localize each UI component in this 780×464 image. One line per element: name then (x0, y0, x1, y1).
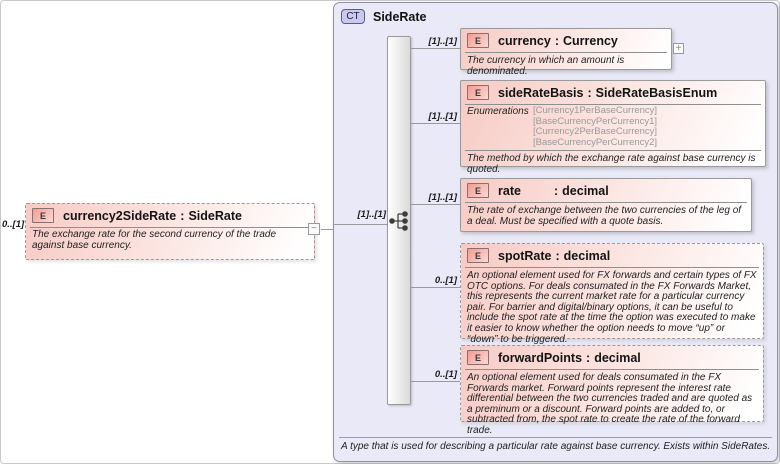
element-description: The method by which the exchange rate ag… (467, 153, 756, 175)
element-description: An optional element used for FX forwards… (467, 270, 757, 345)
left-element-cardinality: 0..[1] (2, 219, 25, 230)
complextype-footnote: A type that is used for describing a par… (341, 441, 771, 452)
element-title: forwardPoints:decimal (498, 350, 641, 365)
complextype-badge-icon: CT (341, 9, 365, 24)
element-badge-icon: E (467, 33, 489, 48)
element-title: currency2SideRate:SideRate (63, 208, 242, 223)
element-description: The rate of exchange between the two cur… (467, 205, 742, 227)
element-badge-icon: E (467, 183, 489, 198)
enumerations-section: Enumerations [Currency1PerBaseCurrency] … (461, 105, 765, 150)
element-description: The exchange rate for the second currenc… (32, 229, 277, 251)
enumeration-value: [Currency2PerBaseCurrency] (533, 126, 658, 137)
element-badge-icon: E (467, 350, 489, 365)
element-badge-icon: E (467, 85, 489, 100)
element-title: spotRate:decimal (498, 248, 611, 263)
connector-line (334, 224, 387, 225)
sequence-icon (389, 211, 408, 231)
enumerations-label: Enumerations (467, 106, 529, 117)
element-badge-icon: E (467, 248, 489, 263)
connector-line (411, 204, 460, 205)
element-badge-icon: E (32, 208, 54, 223)
divider (30, 227, 310, 228)
divider (465, 104, 761, 105)
cardinality-currency: [1]..[1] (428, 36, 458, 47)
element-title: sideRateBasis:SideRateBasisEnum (498, 85, 718, 100)
incoming-cardinality: [1]..[1] (357, 209, 387, 220)
enumeration-value: [BaseCurrencyPerCurrency1] (533, 115, 658, 127)
cardinality-spotRate: 0..[1] (434, 275, 457, 286)
enumeration-values: [Currency1PerBaseCurrency] [BaseCurrency… (533, 105, 658, 148)
element-box-currency[interactable]: E currency:Currency The currency in whic… (460, 28, 672, 77)
cardinality-sideRateBasis: [1]..[1] (428, 111, 458, 122)
complextype-title: SideRate (373, 10, 427, 24)
element-description: The currency in which an amount is denom… (467, 55, 625, 77)
collapse-icon[interactable]: − (308, 223, 320, 235)
element-box-spotRate[interactable]: E spotRate:decimal An optional element u… (460, 243, 764, 344)
connector-line (411, 123, 460, 124)
element-title: rate:decimal (498, 183, 609, 198)
cardinality-rate: [1]..[1] (428, 192, 458, 203)
element-description: An optional element used for deals consu… (467, 372, 753, 436)
connector-line (411, 287, 460, 288)
divider (465, 150, 761, 151)
expand-icon[interactable]: + (673, 43, 684, 54)
divider (465, 267, 759, 268)
element-box-rate[interactable]: E rate:decimal The rate of exchange betw… (460, 178, 752, 232)
divider (465, 202, 747, 203)
element-title: currency:Currency (498, 33, 618, 48)
element-box-sideRateBasis[interactable]: E sideRateBasis:SideRateBasisEnum Enumer… (460, 80, 766, 175)
divider (465, 369, 759, 370)
connector-line (411, 381, 460, 382)
connector-line (321, 229, 334, 230)
element-box-currency2SideRate[interactable]: E currency2SideRate:SideRate The exchang… (25, 203, 315, 260)
cardinality-forwardPoints: 0..[1] (434, 369, 457, 380)
enumeration-value: [Currency1PerBaseCurrency] (533, 105, 658, 116)
connector-line (411, 48, 460, 49)
enumeration-value: [BaseCurrencyPerCurrency2] (533, 136, 658, 148)
divider (339, 437, 772, 438)
divider (465, 52, 667, 53)
element-box-forwardPoints[interactable]: E forwardPoints:decimal An optional elem… (460, 345, 764, 436)
